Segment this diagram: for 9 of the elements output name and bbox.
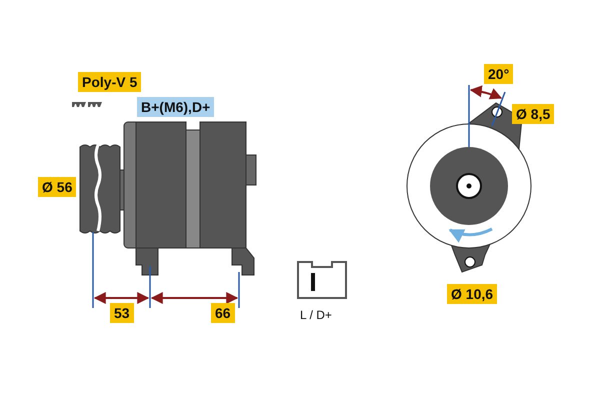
terminal-label: B+(M6),D+ [137, 97, 214, 117]
dimension-label: 20° [484, 64, 514, 84]
connector-label: L / D+ [300, 307, 332, 324]
belt-type-label: Poly-V 5 [78, 72, 142, 92]
dimension-label: Ø 56 [38, 177, 76, 197]
dimension-label: Ø 10,6 [447, 284, 498, 304]
dimension-label: 53 [110, 303, 134, 323]
dimension-label: Ø 8,5 [512, 104, 554, 124]
dimension-label: 66 [211, 303, 235, 323]
